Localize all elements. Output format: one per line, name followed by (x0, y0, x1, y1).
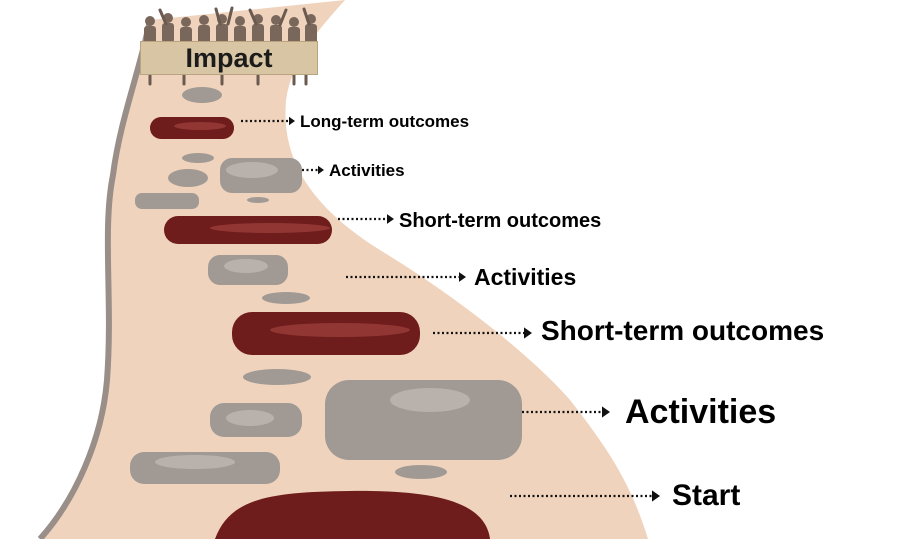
label-short-term-outcomes-2: Short-term outcomes (541, 315, 825, 346)
label-activities-3: Activities (625, 393, 777, 431)
arrow-head-icon (602, 406, 610, 418)
label-short-term-outcomes-1: Short-term outcomes (399, 210, 602, 232)
outcome-stones (150, 117, 490, 539)
stone-highlights (155, 162, 470, 469)
raised-arm (158, 8, 168, 26)
arrow-head-icon (387, 214, 394, 224)
stone (262, 292, 310, 304)
person-body (144, 26, 156, 44)
person-head (271, 15, 281, 25)
person-body (270, 25, 282, 44)
stone-highlight (155, 455, 235, 469)
person-body (288, 27, 300, 44)
stone-highlight (224, 259, 268, 273)
stone (325, 380, 522, 460)
person-body (305, 24, 317, 44)
person-head (289, 17, 299, 27)
arrow-head-icon (524, 327, 532, 339)
stone (395, 465, 447, 479)
raised-arm (302, 7, 311, 26)
stone (135, 193, 199, 209)
label-activities-1: Activities (329, 161, 405, 180)
arrow-head-icon (289, 116, 295, 126)
label-activities-2: Activities (474, 264, 577, 290)
raised-arm (214, 7, 222, 26)
person-body (234, 26, 246, 44)
impact-banner: Impact (140, 41, 318, 75)
arrow-head-icon (318, 165, 324, 175)
person-head (145, 16, 155, 26)
stone (168, 169, 208, 187)
outcome-highlight (270, 323, 410, 337)
stone-highlight (226, 410, 274, 426)
outcome-highlight (210, 223, 330, 233)
impact-banner-text: Impact (185, 42, 273, 73)
outcome-highlights (174, 122, 410, 337)
person-head (199, 15, 209, 25)
person-body (162, 23, 174, 43)
person-body (216, 24, 228, 44)
stone (182, 153, 214, 163)
path-edge (37, 19, 153, 539)
person-head (235, 16, 245, 26)
stone (182, 87, 222, 103)
stone-highlight (226, 162, 278, 178)
stone (247, 197, 269, 203)
arrows (241, 116, 660, 502)
arrow-head-icon (459, 272, 466, 282)
label-long-term-outcomes: Long-term outcomes (300, 112, 470, 131)
person-body (198, 25, 210, 44)
stone (243, 369, 311, 385)
person-body (180, 27, 192, 44)
outcome-stone (215, 490, 490, 539)
arrow-head-icon (652, 490, 660, 502)
person-head (181, 17, 191, 27)
raised-arm (278, 8, 288, 27)
raised-arm (248, 8, 258, 26)
raised-arm (226, 6, 234, 26)
person-body (252, 24, 264, 44)
label-start: Start (672, 479, 741, 512)
stone-highlight (390, 388, 470, 412)
outcome-highlight (174, 122, 226, 130)
